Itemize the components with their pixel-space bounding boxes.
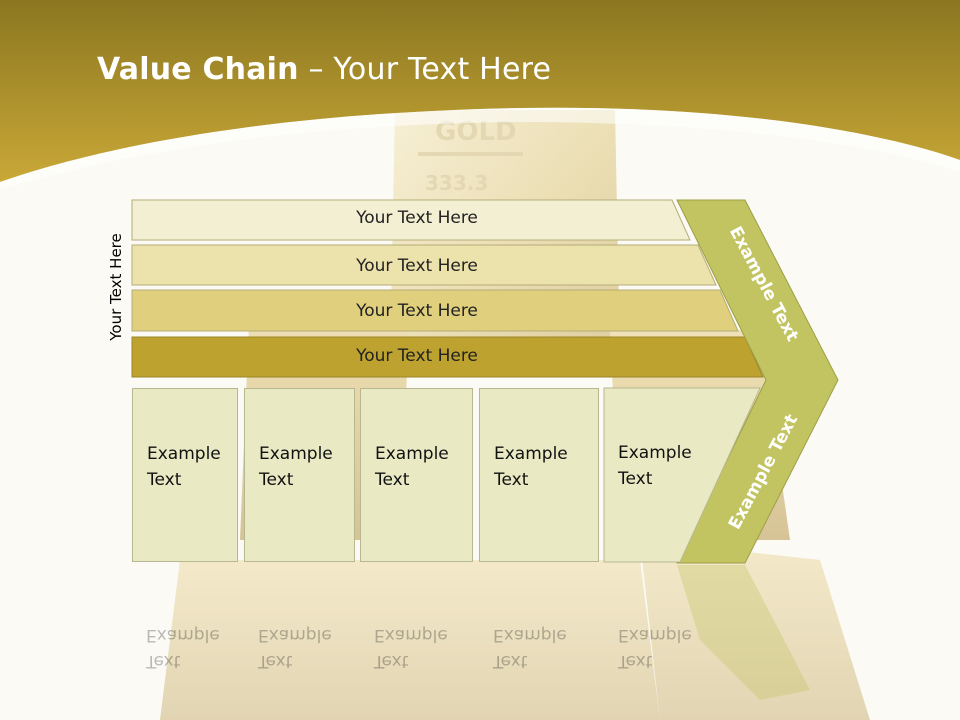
box-5-reflection-line2: Text [618, 651, 653, 671]
box-4-reflection-line2: Text [493, 651, 528, 671]
row-3-label: Your Text Here [356, 301, 478, 321]
box-1-line1: Example [147, 444, 221, 464]
row-1-label: Your Text Here [356, 208, 478, 228]
box-5-reflection: Text Example [604, 562, 724, 702]
box-5-line2: Text [618, 469, 653, 489]
side-label-text: Your Text Here [107, 233, 125, 341]
box-2-line1: Example [259, 444, 333, 464]
box-2-reflection-line1: Example [258, 625, 332, 645]
box-4-line1: Example [494, 444, 568, 464]
chevron-arrow [676, 199, 839, 564]
box-5-reflection-line1: Example [618, 625, 692, 645]
box-2-line2: Text [259, 470, 294, 490]
title-bold: Value Chain [97, 52, 299, 87]
box-4-reflection: Text Example [479, 562, 599, 702]
box-3-reflection-line1: Example [374, 625, 448, 645]
box-5-line1: Example [618, 443, 692, 463]
box-3-line1: Example [375, 444, 449, 464]
title-rest: – Your Text Here [298, 52, 552, 87]
box-1-reflection: Text Example [132, 562, 238, 702]
box-3-reflection-line2: Text [374, 651, 409, 671]
page-title: Value Chain – Your Text Here [97, 52, 551, 87]
box-1-reflection-line2: Text [146, 651, 181, 671]
box-4-line2: Text [494, 470, 529, 490]
box-3-reflection: Text Example [360, 562, 473, 702]
side-label: Your Text Here [104, 220, 128, 354]
box-4-reflection-line1: Example [493, 625, 567, 645]
row-2-label: Your Text Here [356, 256, 478, 276]
box-2-reflection-line2: Text [258, 651, 293, 671]
box-3-line2: Text [375, 470, 410, 490]
box-2-reflection: Text Example [244, 562, 355, 702]
box-1-reflection-line1: Example [146, 625, 220, 645]
svg-text:333.3: 333.3 [425, 171, 488, 195]
box-1-line2: Text [147, 470, 182, 490]
row-4-label: Your Text Here [356, 346, 478, 366]
